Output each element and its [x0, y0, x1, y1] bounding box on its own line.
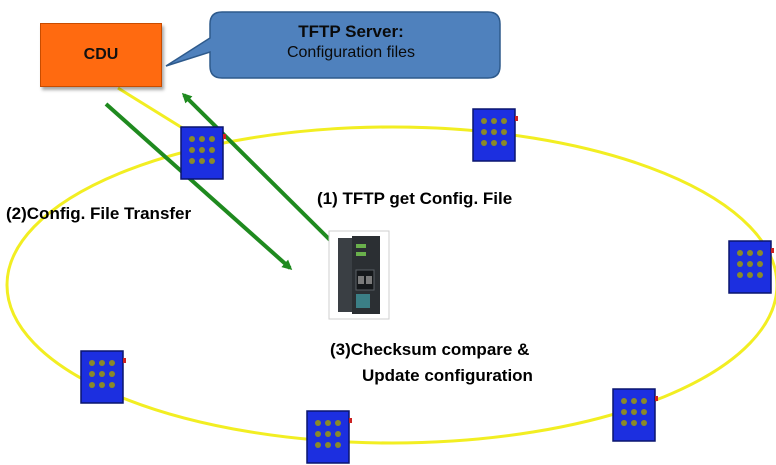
- cdu-label: CDU: [83, 46, 119, 63]
- ring-switch-icon: [306, 410, 352, 464]
- ring-switch-icon: [180, 126, 226, 180]
- step2-label: (2)Config. File Transfer: [6, 204, 192, 223]
- callout-title: TFTP Server:: [298, 22, 404, 41]
- ring-switch-icon: [80, 350, 126, 404]
- ring-network: [5, 125, 776, 445]
- step3-label-line2: Update configuration: [362, 366, 533, 385]
- ring-switch-icon: [612, 388, 658, 442]
- ring-switch-icon: [472, 108, 518, 162]
- step3-label-line1: (3)Checksum compare &: [330, 340, 530, 359]
- callout-text: TFTP Server: Configuration files: [206, 14, 496, 74]
- ring-switch-icon: [728, 240, 774, 294]
- tftp-server-callout: [165, 11, 501, 79]
- arrow-tftp-get: [181, 92, 332, 242]
- industrial-gateway-icon: [328, 230, 390, 320]
- cdu-box: CDU: [40, 23, 162, 87]
- callout-subtitle: Configuration files: [286, 44, 416, 61]
- arrow-config-transfer: [104, 102, 293, 270]
- step1-label: (1) TFTP get Config. File: [317, 189, 513, 208]
